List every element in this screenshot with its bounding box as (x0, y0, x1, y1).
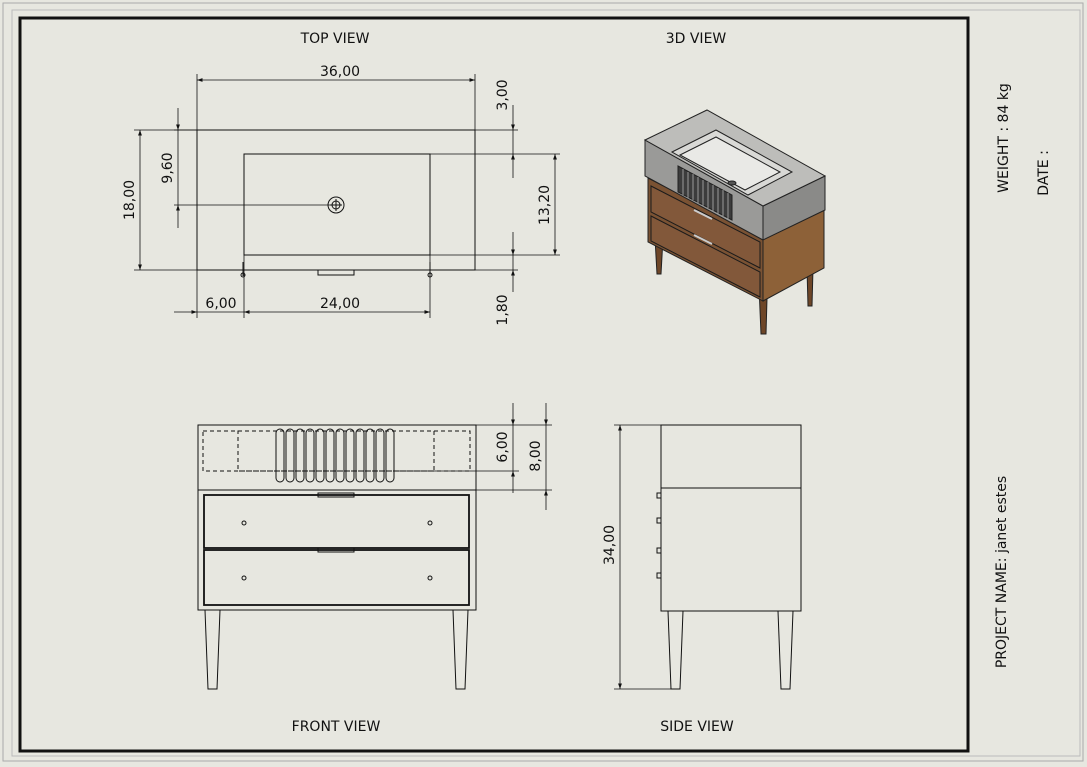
front-view-label: FRONT VIEW (292, 719, 381, 735)
dim-drain-offset: 9,60 (160, 152, 176, 183)
side-cabinet (660, 487, 802, 612)
side-view (656, 424, 802, 690)
dim-basin-depth: 13,20 (537, 185, 553, 225)
dim-side-height: 34,00 (602, 525, 618, 565)
front-cabinet (197, 489, 477, 611)
top-view-dimensions (134, 74, 560, 318)
side-leg-left (667, 610, 684, 690)
dim-top-depth: 18,00 (122, 180, 138, 220)
dim-basin-width: 24,00 (320, 296, 360, 312)
front-view (197, 424, 477, 690)
top-view-label: TOP VIEW (300, 31, 370, 47)
side-view-dimensions (614, 424, 671, 690)
dim-front-top: 8,00 (528, 440, 544, 471)
dim-top-width: 36,00 (320, 64, 360, 80)
dim-top-margin: 3,00 (495, 79, 511, 110)
dim-left-offset: 6,00 (205, 296, 236, 312)
front-leg-right (452, 609, 469, 690)
front-leg-left (204, 609, 221, 690)
project-name-label: PROJECT NAME: janet estes (994, 476, 1010, 668)
side-view-label: SIDE VIEW (660, 719, 734, 735)
dim-rear-margin: 1,80 (495, 294, 511, 325)
weight-label: WEIGHT : 84 kg (996, 83, 1012, 193)
top-basin (243, 153, 431, 256)
top-view (196, 129, 476, 278)
date-label: DATE : (1036, 150, 1052, 196)
3d-view (643, 109, 827, 335)
top-handle (317, 269, 355, 276)
dim-front-panel: 6,00 (495, 431, 511, 462)
side-top-slab (660, 424, 802, 489)
front-view-dimensions (394, 403, 552, 510)
3d-view-label: 3D VIEW (666, 31, 727, 47)
side-leg-right (777, 610, 794, 690)
slat-panel (275, 428, 395, 483)
drawer-lower (203, 549, 470, 606)
